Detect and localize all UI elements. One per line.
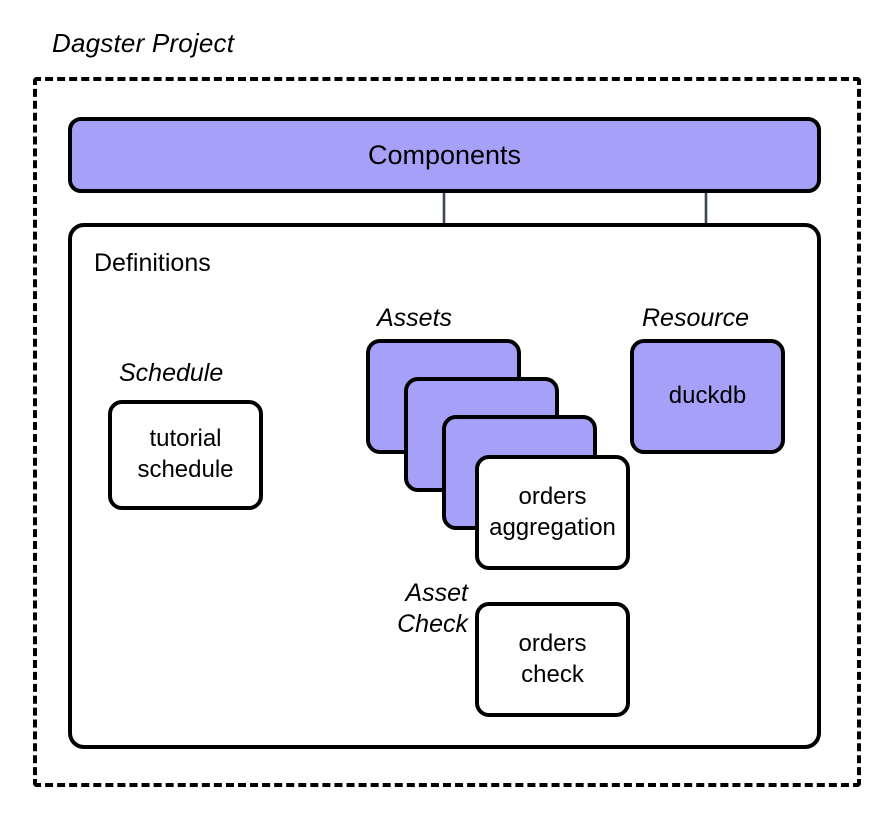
schedule-group-label: Schedule: [119, 359, 224, 387]
asset-card-orders-aggregation[interactable]: orders aggregation: [475, 455, 630, 570]
definitions-label: Definitions: [94, 249, 211, 277]
project-title: Dagster Project: [52, 28, 235, 58]
schedule-node-label: tutorial schedule: [137, 425, 234, 483]
components-node[interactable]: Components: [68, 117, 821, 193]
resource-node-label: duckdb: [668, 382, 747, 410]
asset-check-node-label: orders check: [518, 629, 587, 688]
resource-group-label: Resource: [642, 304, 749, 332]
asset-card-label: orders aggregation: [489, 482, 616, 541]
project-boundary: [33, 77, 861, 787]
asset-check-group-label: Asset Check: [397, 579, 468, 638]
components-label: Components: [367, 139, 522, 170]
assets-group-label: Assets: [377, 304, 453, 332]
schedule-node[interactable]: tutorial schedule: [108, 400, 263, 510]
resource-node-duckdb[interactable]: duckdb: [630, 339, 785, 454]
asset-check-node-orders-check[interactable]: orders check: [475, 602, 630, 717]
